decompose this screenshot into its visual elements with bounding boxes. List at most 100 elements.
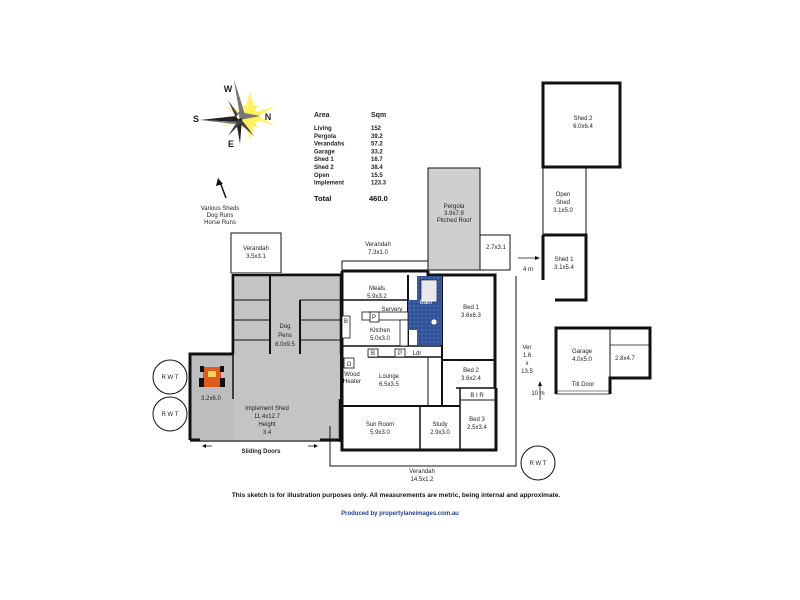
implement-shed xyxy=(188,352,342,442)
implement-shed-dim: 11.4x12.7 xyxy=(254,414,281,420)
toilet-icon xyxy=(430,318,438,326)
bed2-name: Bed 2 xyxy=(463,368,479,374)
tractor-icon xyxy=(199,366,225,387)
linen-p-label: P xyxy=(398,351,402,357)
lounge-dim: 6.5x3.5 xyxy=(379,382,399,388)
rwt-tank-2-label: R W T xyxy=(162,412,179,418)
study-dim: 2.9x3.0 xyxy=(430,430,450,436)
four-m-label: 4 m xyxy=(523,267,533,273)
implement-shed-height: Height xyxy=(258,422,276,428)
garage-name: Garage xyxy=(572,349,593,355)
verandah-top-left-name: Verandah xyxy=(243,246,269,252)
fridge-b: B xyxy=(344,319,348,325)
sliding-doors-arrows xyxy=(202,444,318,448)
implement-shed-name: Implement Shed xyxy=(245,406,289,412)
credit: Produced by propertylaneimages.com.au xyxy=(341,511,459,517)
area-row-value: 16.7 xyxy=(371,157,383,163)
verandah-top-dim: 7.3x1.0 xyxy=(368,250,388,256)
area-header: Area xyxy=(314,112,330,119)
area-row-name: Shed 1 xyxy=(314,157,334,163)
ten-m-arrow xyxy=(538,381,542,400)
verandah-top-name: Verandah xyxy=(365,242,391,248)
horse-runs-label: Horse Runs xyxy=(204,220,236,226)
dog-runs-label: Dog Runs xyxy=(207,213,234,219)
compass-n: N xyxy=(265,112,272,122)
area-row-name: Garage xyxy=(314,149,335,155)
tilt-door-label: Tilt Door xyxy=(572,382,594,388)
pergola-side-dim: 2.7x3.1 xyxy=(486,245,506,251)
area-row-name: Pergola xyxy=(314,134,337,140)
area-row-value: 39.2 xyxy=(371,134,383,140)
ver-side-l3: x xyxy=(526,361,529,367)
study-name: Study xyxy=(432,422,447,428)
rwt-tank-2 xyxy=(152,396,188,432)
arrow-head-icon xyxy=(216,178,223,186)
compass-star-icon xyxy=(200,80,260,144)
area-row-name: Open xyxy=(314,173,330,179)
pergola-dim: 3.9x7.9 xyxy=(444,211,464,217)
linen-p xyxy=(394,348,406,358)
meals-dim: 5.9x3.2 xyxy=(367,294,387,300)
ten-m-label: 10 m xyxy=(531,391,544,397)
area-row-value: 152 xyxy=(371,126,382,132)
area-row-name: Shed 2 xyxy=(314,165,334,171)
area-row-value: 38.4 xyxy=(371,165,383,171)
compass-rose: W S N E xyxy=(193,80,276,149)
verandah-bottom-dim: 14.5x1.2 xyxy=(410,477,434,483)
implement-shed-height-val: 3.4 xyxy=(263,430,272,436)
wood-heater-icon xyxy=(343,357,355,369)
total-label: Total xyxy=(314,194,331,203)
fridge-bay xyxy=(341,315,351,339)
ver-side-l1: Ver xyxy=(522,345,531,351)
rwt-tank-3-label: R W T xyxy=(530,461,547,467)
open-shed-dim: 3.1x5.0 xyxy=(553,208,573,214)
bed3-name: Bed 3 xyxy=(469,417,485,423)
verandah-bottom xyxy=(329,276,517,467)
garage xyxy=(554,326,652,395)
ensuite-tiles xyxy=(408,300,418,330)
area-row-value: 33.2 xyxy=(371,149,383,155)
sliding-doors-label: Sliding Doors xyxy=(242,449,282,455)
pantry-p xyxy=(369,311,380,323)
pergola-area xyxy=(427,167,511,271)
rwt-tank-3 xyxy=(520,445,556,481)
open-shed-name: Open xyxy=(556,192,571,198)
area-row-value: 123.3 xyxy=(371,181,387,187)
linen-b-label: B xyxy=(371,351,375,357)
bed3-dim: 2.5x3.4 xyxy=(467,425,487,431)
wood-heater-line1: Wood xyxy=(344,372,360,378)
tractor-bay-dim: 3.2x6.0 xyxy=(201,396,221,402)
lounge-name: Lounge xyxy=(379,374,400,380)
bed1-name: Bed 1 xyxy=(463,305,479,311)
servery-bench xyxy=(361,311,409,321)
bed2-dim: 3.6x2.4 xyxy=(461,376,481,382)
servery-name: Servery xyxy=(382,307,403,313)
compass-w: W xyxy=(224,84,233,94)
dog-pens-name: Dog xyxy=(279,324,290,330)
bed1-dim: 3.6x6.3 xyxy=(461,313,481,319)
wood-heater-o: O xyxy=(347,362,352,368)
kitchen-bench xyxy=(399,319,409,347)
compass-e: E xyxy=(228,139,234,149)
dog-pens-name2: Pens xyxy=(278,333,292,339)
area-row-name: Living xyxy=(314,126,332,132)
kitchen-name: Kitchen xyxy=(370,328,390,334)
sqm-header: Sqm xyxy=(371,112,386,119)
compass-s: S xyxy=(193,114,199,124)
shed2-dim: 6.0x6.4 xyxy=(573,124,593,130)
area-row-name: Implement xyxy=(314,181,344,187)
bathtub-icon xyxy=(420,279,438,303)
disclaimer: This sketch is for illustration purposes… xyxy=(232,492,561,499)
open-shed xyxy=(542,167,587,235)
garage-side-dim: 2.8x4.7 xyxy=(615,356,635,362)
ver-side-l4: 13.5 xyxy=(521,369,533,375)
four-m-arrow xyxy=(518,256,540,260)
sun-room-dim: 5.9x3.0 xyxy=(370,430,390,436)
sun-room-name: Sun Room xyxy=(366,422,394,428)
area-row-value: 15.5 xyxy=(371,173,383,179)
open-shed-name2: Shed xyxy=(556,200,570,206)
north-arrow xyxy=(216,178,227,199)
